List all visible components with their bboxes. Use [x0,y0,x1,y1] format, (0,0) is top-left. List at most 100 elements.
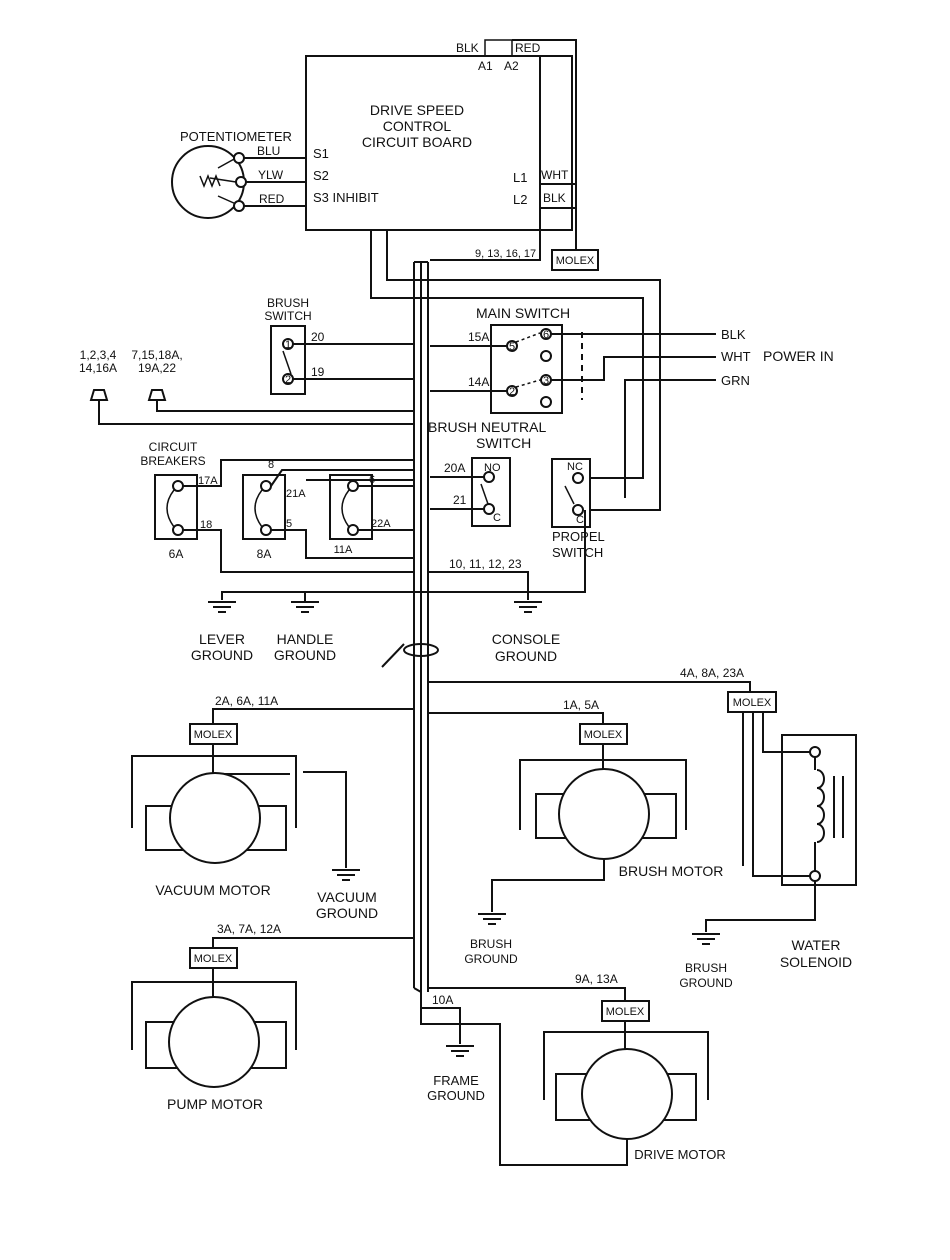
svg-text:5: 5 [286,518,292,530]
propel-label-2: SWITCH [552,545,603,560]
solenoid-ground-label-2: GROUND [679,976,733,990]
main-switch-pin-3: 3 [543,375,549,387]
breaker-6a: 6A [169,547,184,561]
vacuum-ground-label-1: VACUUM [317,889,377,905]
brush-switch: BRUSH SWITCH 1 2 20 19 [264,296,414,395]
circuit-breakers: CIRCUIT BREAKERS 6A 17A 18 8A 8 21A 5 11… [140,440,414,573]
board-s2: S2 [313,168,329,183]
connector-right-label-2: 19A,22 [138,361,176,375]
svg-text:NC: NC [567,461,583,473]
breaker-8a: 8A [257,547,272,561]
brush-ground-label-1: BRUSH [470,937,512,951]
propel-switch: NC C PROPEL SWITCH [551,458,605,560]
wire-group-9a: 9A, 13A [575,972,618,986]
wire-group-1a: 1A, 5A [563,698,599,712]
drive-speed-control-board: DRIVE SPEED CONTROL CIRCUIT BOARD S1 S2 … [305,55,573,231]
console-ground-label-1: CONSOLE [492,631,560,647]
board-title-2: CONTROL [383,118,452,134]
frame-ground: 10A FRAME GROUND [421,993,485,1103]
svg-text:NO: NO [484,462,501,474]
board-lower-leads [370,230,661,511]
wire-10a: 10A [432,993,453,1007]
harness-tie [403,643,439,657]
board-s3: S3 INHIBIT [313,190,379,205]
pump-motor-label: PUMP MOTOR [167,1096,263,1112]
svg-text:17A: 17A [198,475,218,487]
vacuum-motor: 2A, 6A, 11A MOLEX VACUUM MOTOR VACUUM GR… [131,694,414,921]
line-power-leads: WHT BLK [540,168,576,209]
wire-blk-a1: BLK [456,41,479,55]
main-switch-pin-6: 6 [543,329,549,341]
water-solenoid-label-2: SOLENOID [780,954,852,970]
handle-ground-label-2: GROUND [274,647,336,663]
svg-text:MOLEX: MOLEX [194,729,233,741]
wire-blu: BLU [257,144,280,158]
svg-text:MOLEX: MOLEX [556,255,595,267]
svg-text:18: 18 [200,519,212,531]
svg-text:22A: 22A [371,518,391,530]
svg-text:2: 2 [285,374,291,386]
breakers-label-2: BREAKERS [140,454,205,468]
svg-text:21A: 21A [286,488,306,500]
svg-text:MOLEX: MOLEX [606,1006,645,1018]
lever-ground-label-2: GROUND [191,647,253,663]
wire-blk-l2: BLK [543,191,566,205]
svg-text:MOLEX: MOLEX [584,729,623,741]
breakers-label-1: CIRCUIT [149,440,198,454]
wire-group-3a: 3A, 7A, 12A [217,922,281,936]
board-molex: MOLEX [551,249,599,271]
connector-left-label-2: 14,16A [79,361,117,375]
board-title-1: DRIVE SPEED [370,102,464,118]
solenoid-ground-label-1: BRUSH [685,961,727,975]
wire-14a: 14A [468,375,489,389]
wire-group-9-17: 9, 13, 16, 17 [475,248,536,260]
connector-left-label-1: 1,2,3,4 [80,348,117,362]
main-switch: MAIN SWITCH 5 6 2 3 15A 14A BLK WHT GRN … [430,305,834,498]
svg-text:C: C [576,514,584,526]
wire-wht-l1: WHT [541,168,569,182]
vacuum-ground-label-2: GROUND [316,905,378,921]
board-s1: S1 [313,146,329,161]
board-a1: A1 [478,59,493,73]
brush-switch-label-1: BRUSH [267,296,309,310]
brush-motor-label: BRUSH MOTOR [619,863,724,879]
drive-motor: 9A, 13A MOLEX DRIVE MOTOR [420,972,726,1166]
power-in-label: POWER IN [763,348,834,364]
water-solenoid-branch: 4A, 8A, 23A MOLEX BRUSH GROUND WATER SOL… [428,666,857,990]
wire-red-a2: RED [515,41,541,55]
main-switch-label: MAIN SWITCH [476,305,570,321]
potentiometer: POTENTIOMETER BLU YLW RED [171,129,306,219]
wire-group-4a: 4A, 8A, 23A [680,666,744,680]
wire-red-pot: RED [259,192,285,206]
main-harness [381,261,439,993]
svg-text:1: 1 [285,339,291,351]
brush-neutral-label-1: BRUSH NEUTRAL [428,419,546,435]
power-grn: GRN [721,373,750,388]
svg-text:8: 8 [268,459,274,471]
handle-ground-label-1: HANDLE [277,631,334,647]
svg-text:MOLEX: MOLEX [733,697,772,709]
brush-neutral-label-2: SWITCH [476,435,531,451]
board-l2: L2 [513,192,527,207]
brush-ground-label-2: GROUND [464,952,518,966]
motor-leads: BLK RED 9, 13, 16, 17 [430,39,577,261]
wire-group-2a: 2A, 6A, 11A [215,694,278,708]
chassis-grounds: 10, 11, 12, 23 LEVER GROUND HANDLE GROUN… [191,510,586,664]
wire-ylw: YLW [258,168,284,182]
lever-ground-label-1: LEVER [199,631,245,647]
wire-15a: 15A [468,330,489,344]
power-blk: BLK [721,327,746,342]
frame-ground-label-2: GROUND [427,1088,485,1103]
brush-motor: 1A, 5A MOLEX BRUSH MOTOR BRUSH GROUND [428,698,723,966]
pump-motor: 3A, 7A, 12A MOLEX PUMP MOTOR [131,922,414,1112]
svg-text:MOLEX: MOLEX [194,953,233,965]
brush-switch-label-2: SWITCH [264,309,311,323]
frame-ground-label-1: FRAME [433,1073,479,1088]
board-l1: L1 [513,170,527,185]
propel-label-1: PROPEL [552,529,605,544]
main-switch-pin-2: 2 [509,386,515,398]
svg-text:C: C [493,512,501,524]
board-title-3: CIRCUIT BOARD [362,134,472,150]
wire-19: 19 [311,365,325,379]
